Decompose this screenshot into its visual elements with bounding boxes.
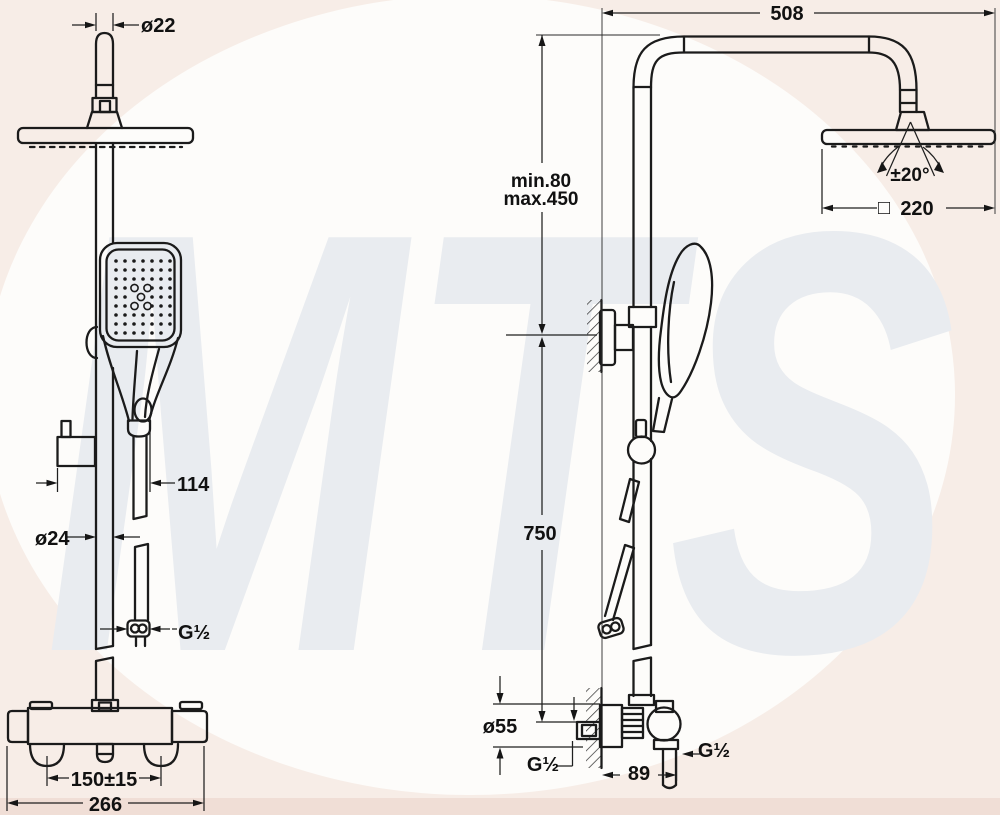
- dim-label-bracket-min: min.80: [511, 171, 571, 192]
- dim-label-mixer-width: 266: [89, 794, 122, 815]
- dim-label-arm-reach: 508: [770, 3, 803, 25]
- watermark-text: MTS: [44, 107, 958, 777]
- vignette-circle: [0, 0, 955, 795]
- spray-nozzle-dots: [114, 259, 172, 335]
- dim-label-holder-offset: 114: [177, 474, 210, 496]
- dim-label-head-pipe-diameter: ø22: [141, 15, 175, 37]
- front-view-dimensions: ø22 114 ø24 G½ 150±15 266: [6, 13, 210, 815]
- dim-label-escutcheon-diameter: ø55: [483, 716, 517, 738]
- dim-label-bracket-max: max.450: [503, 189, 578, 210]
- side-view-dimensions: 508 min.80 max.450 750 ±20° □ 220 ø55 G½: [483, 3, 996, 785]
- hose-nut-side: [597, 616, 625, 640]
- dim-label-mixer-depth: 89: [628, 763, 650, 785]
- dim-label-riser-length: 750: [523, 523, 556, 545]
- dim-label-inlet-spacing: 150±15: [71, 769, 138, 791]
- bottom-strip: [0, 798, 1000, 815]
- wall-hatch-bracket: [587, 300, 601, 372]
- dim-label-head-tilt: ±20°: [890, 165, 929, 186]
- dim-label-head-size: 220: [900, 198, 933, 220]
- side-view-drawing: [575, 35, 997, 790]
- dim-label-wall-thread: G½: [527, 754, 559, 776]
- front-view-drawing: [6, 31, 209, 768]
- dim-label-outlet-thread: G½: [698, 740, 730, 762]
- dim-label-hose-thread: G½: [178, 622, 210, 644]
- dim-label-riser-diameter: ø24: [35, 528, 70, 550]
- dim-label-head-square-symbol: □: [878, 197, 890, 219]
- wall-hatch-valve: [586, 688, 601, 768]
